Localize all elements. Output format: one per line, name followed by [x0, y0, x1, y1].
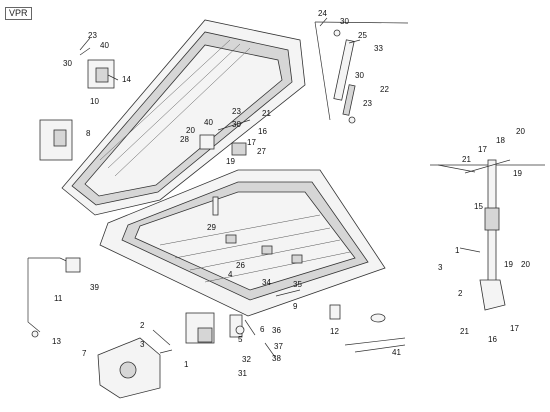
- callout-23b: 23: [363, 99, 372, 108]
- callout-36: 36: [272, 326, 281, 335]
- gas-spring: [314, 21, 409, 124]
- callout-13: 13: [52, 337, 61, 346]
- center-parts: [199, 119, 301, 297]
- callout-34: 34: [262, 278, 271, 287]
- callout-23a: 23: [88, 31, 97, 40]
- callout-28: 28: [180, 135, 189, 144]
- callout-25: 25: [358, 31, 367, 40]
- callout-2b: 2: [140, 321, 145, 330]
- diagram-tag: VPR: [5, 7, 32, 20]
- callout-8: 8: [86, 129, 91, 138]
- callout-17b: 17: [478, 145, 487, 154]
- callout-5: 5: [238, 335, 243, 344]
- callout-40b: 40: [204, 118, 213, 127]
- callout-31: 31: [238, 369, 247, 378]
- callout-35: 35: [293, 280, 302, 289]
- callout-41: 41: [392, 348, 401, 357]
- callout-30a: 30: [63, 59, 72, 68]
- callout-16a: 16: [258, 127, 267, 136]
- callout-21b: 21: [462, 155, 471, 164]
- support-post: [430, 159, 545, 311]
- callout-20a: 20: [186, 126, 195, 135]
- callout-17a: 17: [247, 138, 256, 147]
- callout-2a: 2: [458, 289, 463, 298]
- mount-brackets: [39, 59, 115, 161]
- callout-11: 11: [54, 294, 63, 303]
- callout-18: 18: [496, 136, 505, 145]
- callout-40a: 40: [100, 41, 109, 50]
- callout-38: 38: [272, 354, 281, 363]
- callout-39: 39: [90, 283, 99, 292]
- leader-lines: [79, 17, 481, 358]
- lid-frame: [61, 19, 306, 216]
- callout-19a: 19: [226, 157, 235, 166]
- callout-22: 22: [380, 85, 389, 94]
- callout-30c: 30: [355, 71, 364, 80]
- callout-29: 29: [207, 223, 216, 232]
- callout-23c: 23: [232, 107, 241, 116]
- callout-6: 6: [260, 325, 265, 334]
- callout-1a: 1: [455, 246, 460, 255]
- base-frame: [99, 169, 386, 317]
- callout-19c: 19: [504, 260, 513, 269]
- callout-21c: 21: [460, 327, 469, 336]
- callout-14: 14: [122, 75, 131, 84]
- callout-1b: 1: [184, 360, 189, 369]
- callout-33: 33: [374, 44, 383, 53]
- callout-16b: 16: [488, 335, 497, 344]
- callout-17c: 17: [510, 324, 519, 333]
- callout-labels: 23 40 30 14 10 8 24 30 25 33 30 22 23 23…: [52, 9, 530, 378]
- callout-26: 26: [236, 261, 245, 270]
- callout-27: 27: [257, 147, 266, 156]
- callout-9: 9: [293, 302, 298, 311]
- cable-assembly: [27, 257, 81, 338]
- callout-3a: 3: [438, 263, 443, 272]
- callout-32: 32: [242, 355, 251, 364]
- callout-12: 12: [330, 327, 339, 336]
- callout-21a: 21: [262, 109, 271, 118]
- callout-24: 24: [318, 9, 327, 18]
- callout-20b: 20: [516, 127, 525, 136]
- callout-7: 7: [82, 349, 87, 358]
- handle-assembly: [329, 304, 406, 353]
- callout-37: 37: [274, 342, 283, 351]
- callout-20c: 20: [521, 260, 530, 269]
- callout-10: 10: [90, 97, 99, 106]
- callout-15: 15: [474, 202, 483, 211]
- callout-30b: 30: [340, 17, 349, 26]
- callout-19b: 19: [513, 169, 522, 178]
- lock-assembly: [97, 312, 245, 399]
- callout-4: 4: [228, 270, 233, 279]
- callout-30d: 30: [232, 120, 241, 129]
- callout-3b: 3: [140, 340, 145, 349]
